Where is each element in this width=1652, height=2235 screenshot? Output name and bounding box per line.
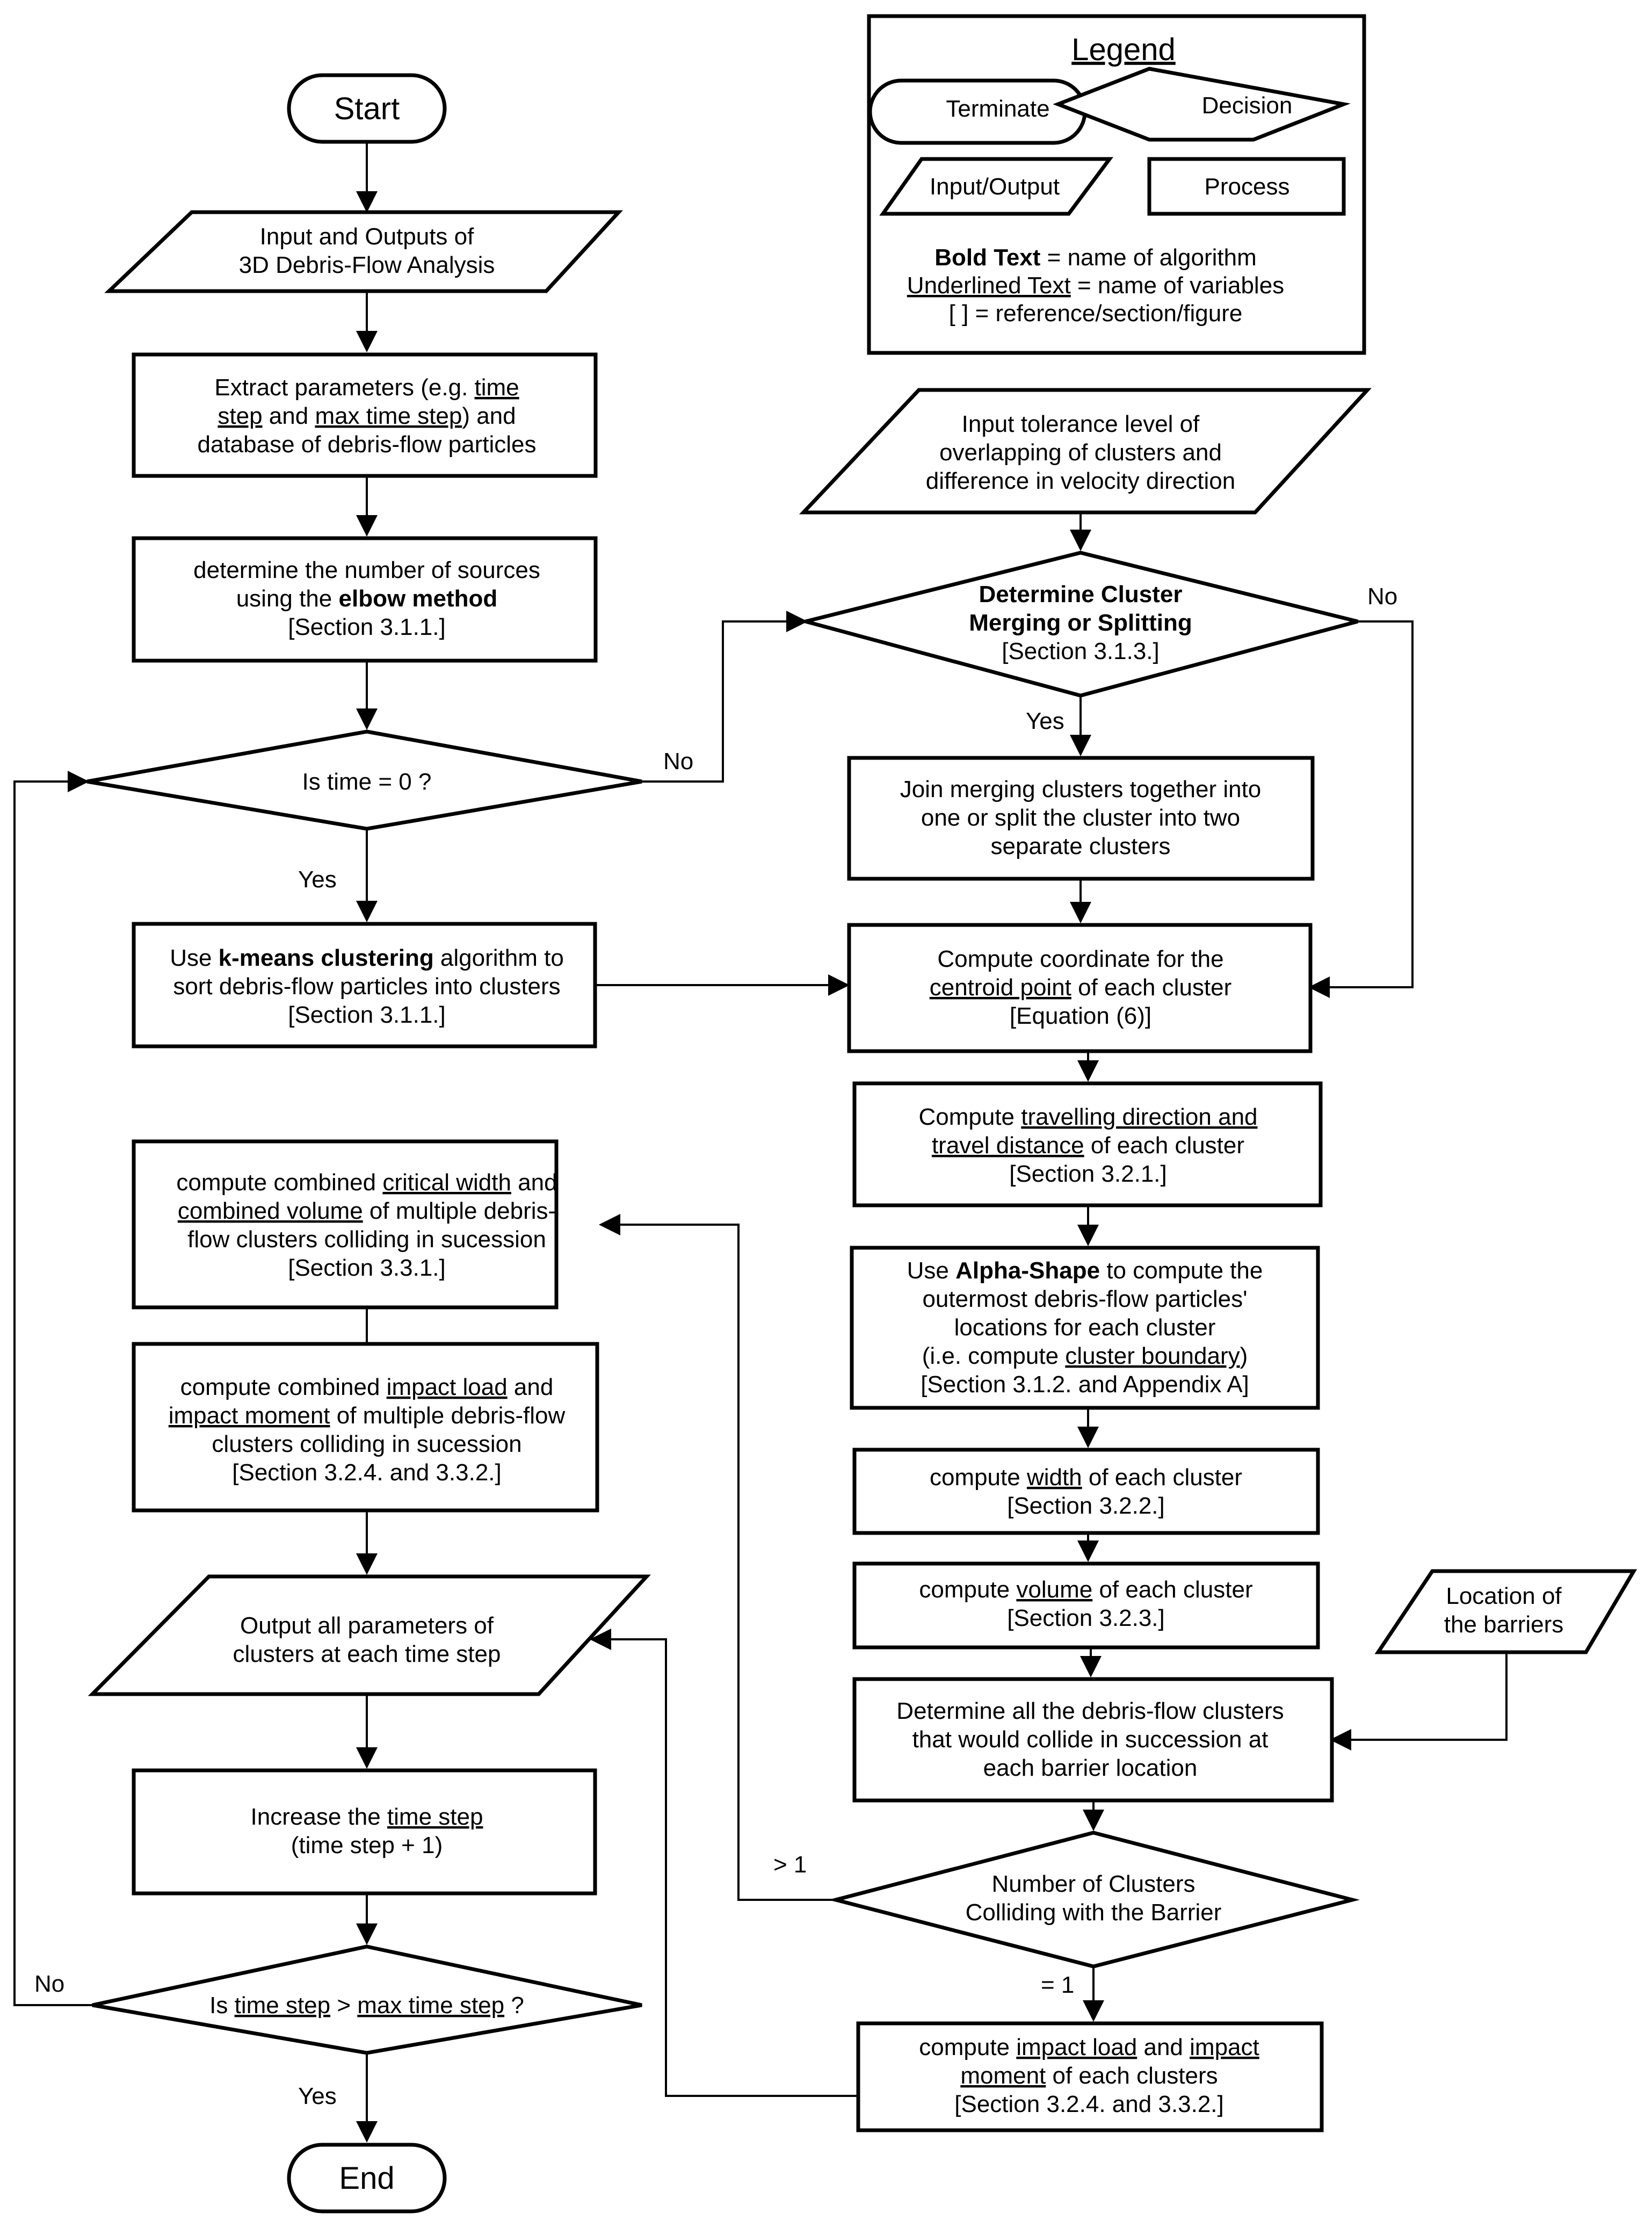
- legend-decision-shape: [1053, 67, 1351, 142]
- legend-process-label: Process: [1205, 173, 1290, 200]
- edge-label-yes-merge: Yes: [1026, 708, 1064, 734]
- output-all-io: [88, 1574, 651, 1696]
- legend-note-bold: Bold Text = name of algorithm: [934, 244, 1257, 271]
- is-max-step-label: Is time step > max time step ?: [209, 1992, 524, 2019]
- arrow-barriers-to-collide: [1330, 1652, 1508, 1751]
- edge-label-yes-time-zero: Yes: [298, 866, 337, 893]
- collide-all-process: [852, 1677, 1334, 1803]
- impact-each-process: [856, 2021, 1324, 2132]
- start-label: Start: [334, 91, 400, 126]
- edge-label-no-max-step: No: [34, 1971, 64, 1997]
- end-terminator: [287, 2143, 447, 2214]
- end-label: End: [339, 2161, 394, 2196]
- edge-label-no-merge: No: [1367, 583, 1397, 610]
- increase-step-process: [132, 1768, 597, 1896]
- arrow-number-gt1-to-combined: [599, 1214, 836, 1901]
- edge-labels: No Yes No Yes > 1 = 1 No Yes: [34, 583, 1397, 2109]
- nodes: [86, 73, 1637, 2214]
- arrow-impact-to-output: [590, 1629, 858, 2097]
- legend-note-reference: [ ] = reference/section/figure: [949, 300, 1243, 327]
- alpha-shape-process: [850, 1246, 1320, 1410]
- legend-io-label: Input/Output: [930, 173, 1060, 200]
- start-terminator: [287, 73, 447, 144]
- legend: Legend Terminate Decision Input/Output P…: [867, 14, 1366, 355]
- merge-split-decision: [798, 551, 1358, 698]
- join-clusters-process: [847, 756, 1315, 881]
- legend-decision-label: Decision: [1202, 92, 1293, 119]
- edge-label-more-than-one: > 1: [773, 1851, 807, 1878]
- legend-io-shape: [879, 157, 1113, 216]
- arrow-merge-no-to-centroid: [1308, 620, 1414, 998]
- num-clusters-decision: [828, 1831, 1360, 1969]
- tolerance-io: [799, 388, 1372, 515]
- travel-process: [852, 1081, 1323, 1207]
- kmeans-process: [132, 922, 597, 1048]
- centroid-process: [847, 923, 1313, 1053]
- is-time-zero-decision: [86, 729, 642, 831]
- input-outputs-io: [104, 210, 623, 293]
- legend-note-underlined: Underlined Text = name of variables: [907, 272, 1284, 299]
- volume-process: [852, 1561, 1320, 1650]
- is-max-step-decision: [92, 1944, 642, 2055]
- width-label: compute width of each cluster[Section 3.…: [930, 1464, 1242, 1519]
- arrow-decision-no-to-merge: [642, 611, 808, 783]
- combined-impact-process: [132, 1342, 599, 1513]
- elbow-process: [132, 536, 598, 663]
- combined-width-process: [132, 1139, 559, 1310]
- edge-label-equal-one: = 1: [1041, 1972, 1074, 1998]
- volume-label: compute volume of each cluster[Section 3…: [919, 1576, 1252, 1631]
- legend-process-shape: [1147, 157, 1346, 216]
- increase-step-label: Increase the time step(time step + 1): [251, 1804, 483, 1858]
- is-time-zero-label: Is time = 0 ?: [302, 769, 432, 795]
- arrow-decision-no-loop: [13, 771, 92, 2006]
- edge-label-yes-max-step: Yes: [298, 2083, 337, 2109]
- legend-terminate-label: Terminate: [946, 96, 1049, 122]
- width-process: [852, 1448, 1320, 1535]
- edge-label-no-time-zero: No: [663, 748, 693, 775]
- connectors: [13, 142, 1508, 2143]
- extract-process: [132, 352, 598, 478]
- legend-title: Legend: [1071, 32, 1176, 67]
- barrier-location-io: [1374, 1569, 1637, 1654]
